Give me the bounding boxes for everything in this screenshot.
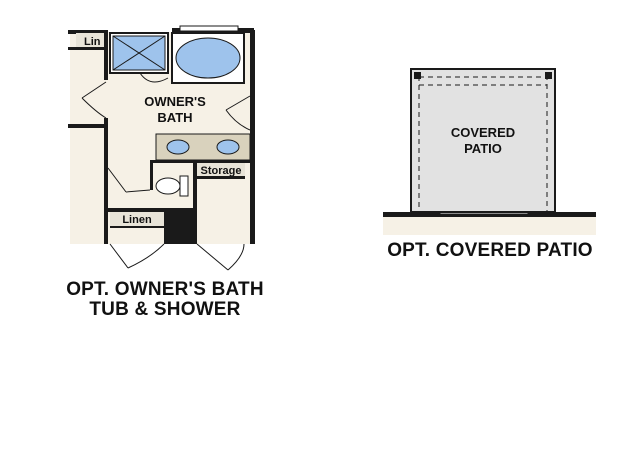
storage-door-swing — [196, 243, 245, 271]
window-top — [179, 25, 239, 32]
patio-slab — [410, 68, 556, 213]
chase-block — [168, 208, 193, 244]
shower-diagonal-2 — [112, 35, 166, 71]
hall-wall — [68, 124, 108, 128]
storage-wall — [193, 160, 197, 244]
sink-right — [216, 139, 240, 155]
right-door-swing — [225, 95, 251, 131]
post-left — [414, 72, 421, 79]
bath-caption-line1: OPT. OWNER'S BATH — [66, 279, 264, 300]
linen-closet-right-wall — [164, 208, 168, 244]
covered-patio-label-line2: PATIO — [464, 141, 502, 156]
interior-wall-lin — [68, 47, 108, 50]
sink-left — [166, 139, 190, 155]
toilet-tank — [179, 175, 189, 197]
toilet-room-wall-top — [150, 160, 250, 163]
right-room-floor — [198, 176, 244, 244]
toilet-room-wall-left — [150, 160, 153, 190]
linen-wall-top — [108, 208, 164, 212]
bath-caption-line2: TUB & SHOWER — [89, 299, 241, 320]
bathtub — [175, 37, 241, 79]
linen-shelf — [110, 226, 164, 228]
covered-patio-plan: COVERED PATIO — [383, 68, 596, 235]
toilet-bowl — [155, 177, 181, 195]
entry-door-swing — [81, 81, 107, 119]
linen-label: Linen — [122, 214, 152, 226]
storage-label: Storage — [201, 165, 242, 177]
bath-option-caption: OPT. OWNER'S BATH TUB & SHOWER — [40, 280, 290, 320]
patio-option-caption: OPT. COVERED PATIO — [387, 240, 593, 261]
top-wall — [68, 30, 108, 34]
storage-tab — [197, 163, 245, 177]
owners-bath-label-line1: OWNER'S — [144, 94, 206, 109]
owners-bath-plan: Lin OWNER'S BATH Storage — [68, 25, 255, 271]
toilet-door-swing — [107, 167, 151, 193]
wall-lower-band — [383, 217, 596, 235]
lin-label: Lin — [84, 36, 101, 48]
linen-door-swing — [109, 243, 165, 269]
post-right — [545, 72, 552, 79]
right-wall — [250, 30, 255, 244]
lin-closet-tab — [76, 33, 104, 47]
owners-bath-label-line2: BATH — [157, 110, 192, 125]
left-wall-mid — [104, 118, 108, 244]
shower-door-swing — [139, 72, 169, 83]
patio-dashed-outline — [418, 76, 548, 213]
storage-bottom-wall — [197, 176, 245, 179]
left-wall-upper — [104, 30, 108, 80]
covered-patio-label-line1: COVERED — [451, 125, 515, 140]
linen-tab — [110, 212, 164, 226]
